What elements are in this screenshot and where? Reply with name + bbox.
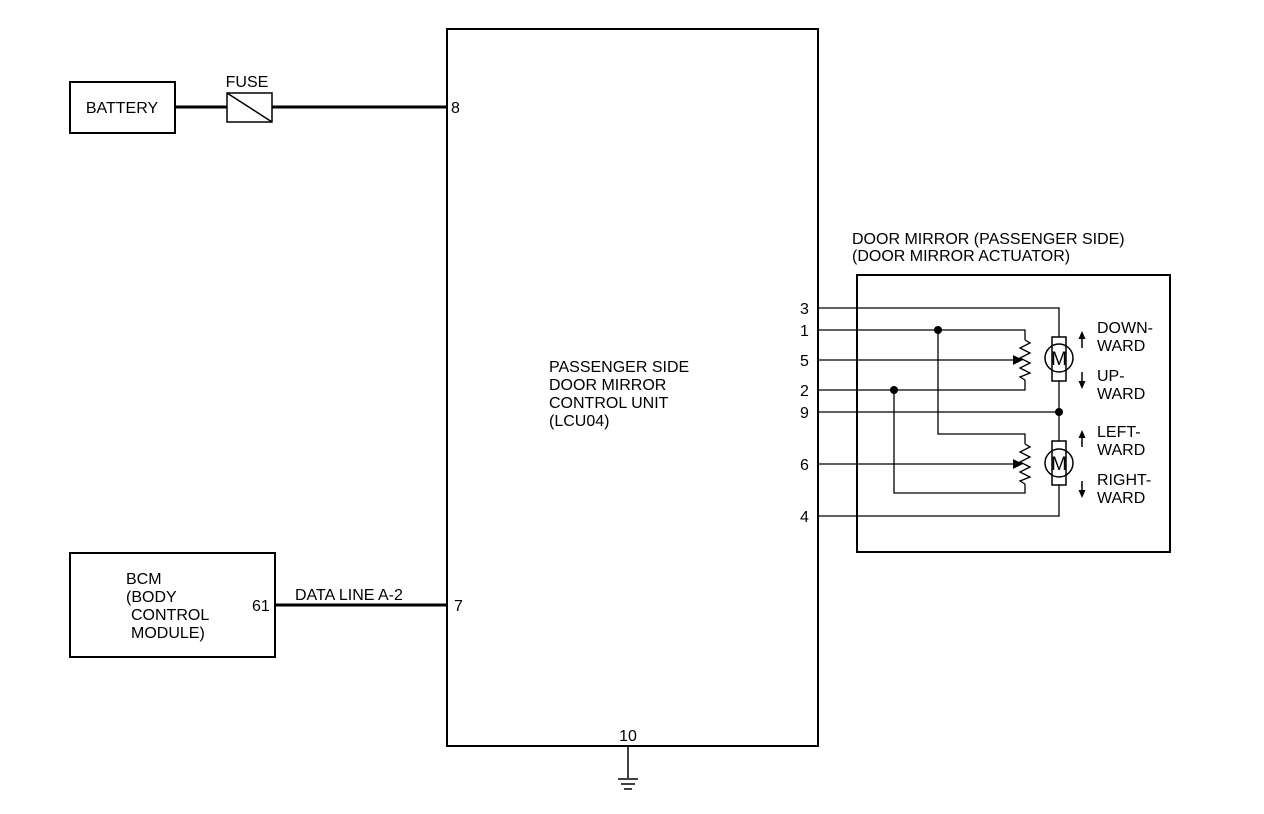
bcm-line3: CONTROL (131, 607, 209, 624)
pin-9: 9 (800, 405, 809, 422)
data-line: DATA LINE A-2 (275, 587, 447, 607)
motor-upper-label: M (1051, 349, 1067, 370)
motor-lower-icon: M (1044, 440, 1074, 486)
battery-block: BATTERY (69, 81, 176, 134)
potentiometer-lower-icon (1018, 443, 1032, 485)
direction-labels: DOWN- WARD UP- WARD LEFT- WARD RIGHT- WA… (1097, 320, 1153, 507)
control-unit-block: PASSENGER SIDE DOOR MIRROR CONTROL UNIT … (446, 28, 819, 747)
pin-8: 8 (451, 100, 460, 117)
battery-label: BATTERY (86, 100, 159, 117)
data-line-label: DATA LINE A-2 (295, 587, 403, 604)
pin-5: 5 (800, 353, 809, 370)
control-unit-line3: CONTROL UNIT (549, 395, 669, 412)
junction-dot (1055, 408, 1063, 416)
arrow-up-icon (1078, 430, 1086, 447)
bcm-pin-61: 61 (252, 598, 270, 615)
arrow-down-icon (1078, 481, 1086, 498)
label-down-2: WARD (1097, 338, 1145, 355)
pin-10: 10 (619, 728, 637, 745)
potentiometer-arrows (1013, 355, 1023, 469)
label-up-1: UP- (1097, 368, 1125, 385)
wiper-arrow-upper (1013, 355, 1023, 365)
junction-dot (934, 326, 942, 334)
actuator-wiring (818, 307, 1060, 517)
direction-arrows (1078, 331, 1086, 498)
bcm-line1: BCM (126, 571, 162, 588)
door-mirror-block: DOOR MIRROR (PASSENGER SIDE) (DOOR MIRRO… (852, 231, 1171, 553)
bcm-block: BCM (BODY CONTROL MODULE) 61 (69, 552, 276, 658)
fuse-label: FUSE (226, 74, 269, 91)
wiper-arrow-lower (1013, 459, 1023, 469)
control-unit-line1: PASSENGER SIDE (549, 359, 689, 376)
pin-1: 1 (800, 323, 809, 340)
label-left-2: WARD (1097, 442, 1145, 459)
control-unit-line4: (LCU04) (549, 413, 609, 430)
motor-lower-label: M (1051, 454, 1067, 475)
label-down-1: DOWN- (1097, 320, 1153, 337)
pin-7: 7 (454, 598, 463, 615)
potentiometer-upper-icon (1018, 339, 1032, 381)
door-mirror-title2: (DOOR MIRROR ACTUATOR) (852, 248, 1070, 265)
bcm-line2: (BODY (126, 589, 177, 606)
fuse-element (226, 92, 273, 123)
label-right-2: WARD (1097, 490, 1145, 507)
junction-dots (890, 326, 1063, 416)
arrow-down-icon (1078, 372, 1086, 389)
junction-dot (890, 386, 898, 394)
pin-6: 6 (800, 457, 809, 474)
fuse: FUSE (226, 74, 273, 123)
label-left-1: LEFT- (1097, 424, 1141, 441)
arrow-up-icon (1078, 331, 1086, 348)
bcm-line4: MODULE) (131, 625, 205, 642)
label-up-2: WARD (1097, 386, 1145, 403)
motor-upper-icon: M (1044, 336, 1074, 382)
pin-3: 3 (800, 301, 809, 318)
control-unit-line2: DOOR MIRROR (549, 377, 666, 394)
ground-symbol-icon (618, 746, 638, 790)
pin-2: 2 (800, 383, 809, 400)
label-right-1: RIGHT- (1097, 472, 1151, 489)
door-mirror-title1: DOOR MIRROR (PASSENGER SIDE) (852, 231, 1125, 248)
pin-4: 4 (800, 509, 809, 526)
